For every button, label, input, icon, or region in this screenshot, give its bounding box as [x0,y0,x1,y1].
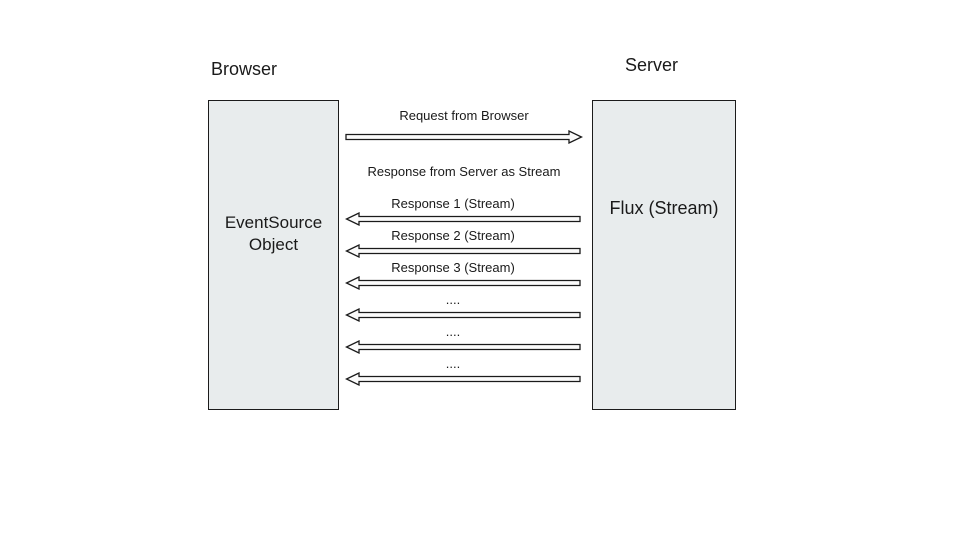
response-label: Response 2 (Stream) [391,228,515,243]
response-label: .... [445,356,461,371]
response-label: .... [445,292,461,307]
flux-stream-box: Flux (Stream) [592,100,736,410]
request-label: Request from Browser [399,108,529,123]
browser-title: Browser [211,59,278,79]
eventsource-object-box: EventSource Object [208,100,339,410]
left-arrow-icon [345,276,581,290]
response-label: .... [445,324,461,339]
response-label: Response 3 (Stream) [391,260,515,275]
server-title: Server [625,55,679,75]
flux-stream-label: Flux (Stream) [609,198,719,218]
left-arrow-icon [345,340,581,354]
right-arrow-icon [345,130,583,144]
stream-header-label: Response from Server as Stream [367,164,561,179]
left-arrow-icon [345,308,581,322]
eventsource-object-label: EventSource Object [224,213,323,254]
left-arrow-icon [345,372,581,386]
left-arrow-icon [345,244,581,258]
left-arrow-icon [345,212,581,226]
response-label: Response 1 (Stream) [391,196,515,211]
